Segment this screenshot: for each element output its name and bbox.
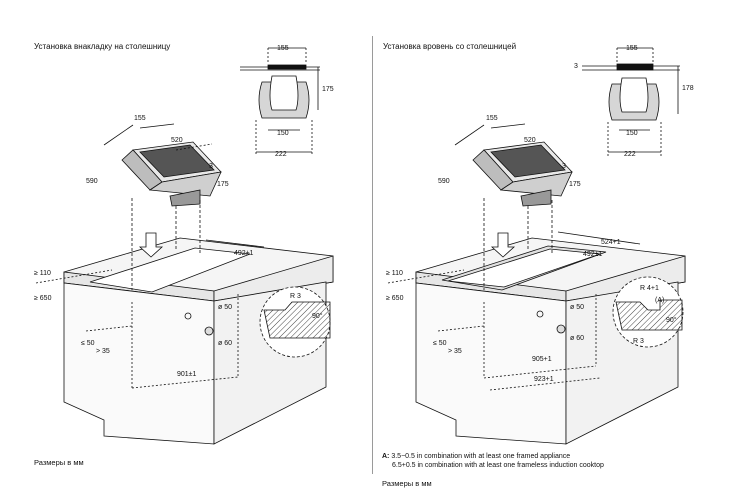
right-hole-b: ø 60 [570,335,584,342]
left-unit-length: 520 [171,137,183,144]
right-insert-arrow [490,232,516,258]
right-unit-depth: 590 [438,178,450,185]
left-cutout-depth: 492±1 [234,250,254,257]
left-hole-a: ø 50 [218,304,232,311]
right-unit-height: 175 [569,181,581,188]
right-min-front: ≥ 650 [386,295,404,302]
right-profile-top-width: 155 [626,45,638,52]
right-unit-gap: 3 [562,163,566,170]
left-profile-top-width: 155 [277,45,289,52]
right-note-a-key: A: [382,453,390,460]
right-note-a-text: 3.5−0.5 in combination with at least one… [391,453,571,460]
right-min-side: > 35 [448,348,462,355]
right-profile-base-width: 222 [624,151,636,158]
left-cabinet [35,198,334,445]
right-note-b: 6.5+0.5 in combination with at least one… [392,461,604,470]
right-unit-width: 155 [486,115,498,122]
right-detail-radius-bottom: R 3 [633,338,644,345]
right-unit-isometric [454,123,573,207]
left-unit-width: 155 [134,115,146,122]
right-profile-flush-gap: 3 [574,63,578,70]
left-hole-b: ø 60 [218,340,232,347]
left-min-edge: ≤ 50 [81,340,95,347]
right-detail-angle: 90° [666,316,677,324]
left-profile-base-width: 222 [275,151,287,158]
left-panel-title: Установка внакладку на столешницу [34,42,171,51]
right-cutout [447,248,601,288]
left-min-back: ≥ 110 [34,270,51,277]
left-unit-height: 175 [217,181,229,188]
right-min-edge: ≤ 50 [433,340,447,347]
right-hole-a: ø 50 [570,304,584,311]
right-detail-marker: (A) [655,297,664,304]
right-profile-top-plate [616,63,654,71]
left-cutout-length: 901±1 [177,371,197,378]
left-profile-top-plate [267,64,307,70]
right-unit-length: 520 [524,137,536,144]
left-unit-isometric [103,123,222,207]
right-panel-footer: Размеры в мм [382,479,432,488]
right-note-b-text: 6.5+0.5 in combination with at least one… [392,462,604,469]
left-min-front: ≥ 650 [34,295,52,302]
right-profile-height: 178 [682,85,694,92]
left-cutout [89,247,251,293]
right-min-back: ≥ 110 [386,270,403,277]
left-detail-angle: 90° [312,312,323,320]
left-unit-gap: 3 [209,163,213,170]
right-profile-view [582,47,680,156]
left-profile-height: 175 [322,86,334,93]
right-outer-length: 923+1 [534,376,554,383]
right-inner-length: 905+1 [532,356,552,363]
left-insert-arrow [138,232,164,258]
right-detail-circle [612,276,684,348]
panel-divider [372,36,373,474]
left-detail-circle [259,286,331,358]
right-cutout-depth: 492±1 [583,251,603,258]
left-min-side: > 35 [96,348,110,355]
left-profile-inner-width: 150 [277,130,289,137]
right-rebate-depth: 524+1 [601,239,621,246]
right-panel-title: Установка вровень со столешницей [383,42,517,51]
left-detail-radius: R 3 [290,293,301,300]
left-profile-view [240,47,320,156]
left-unit-depth: 590 [86,178,98,185]
right-note-a: A: 3.5−0.5 in combination with at least … [382,452,570,461]
right-profile-inner-width: 150 [626,130,638,137]
right-detail-radius-top: R 4+1 [640,285,659,292]
left-panel-footer: Размеры в мм [34,458,84,467]
